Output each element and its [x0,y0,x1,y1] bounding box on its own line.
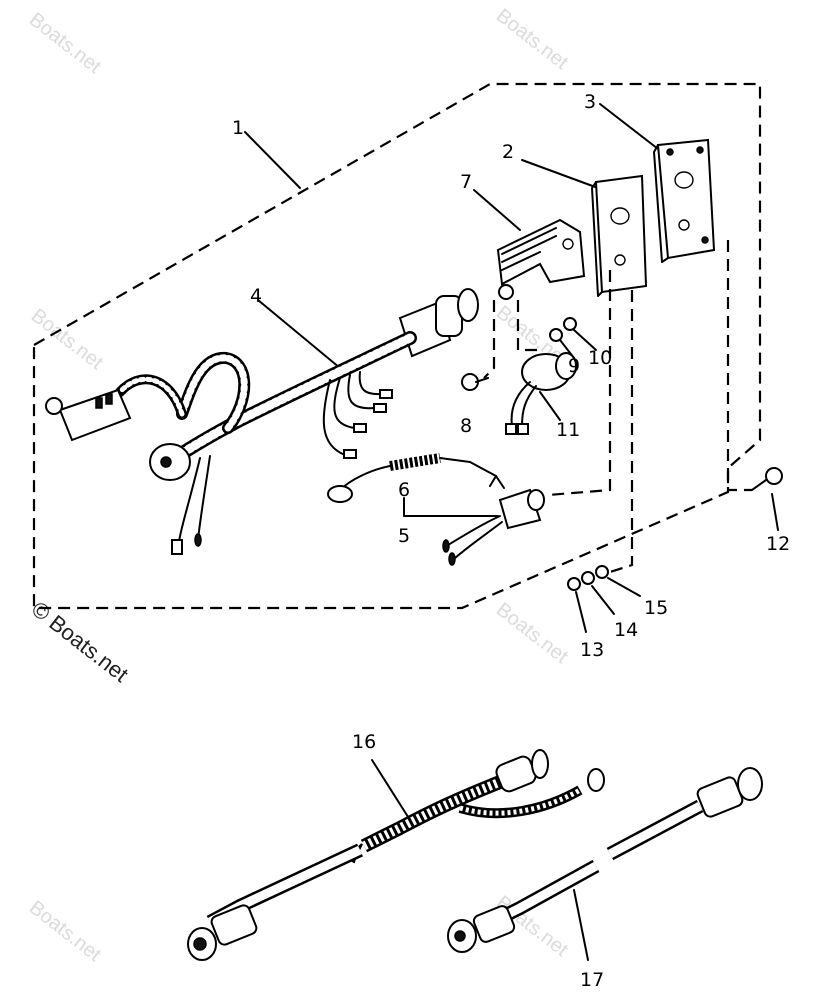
leader-dashed-washers [609,290,634,574]
callout-1: 1 [232,117,244,139]
watermark-top-right: Boats.net [492,5,572,75]
callout-4: 4 [250,285,262,307]
leader-1 [244,131,301,189]
nut-part-10 [563,317,577,331]
callout-15: 15 [644,597,668,619]
switch-part-5 [442,488,545,566]
leader-dashed-bolt [516,300,544,352]
washer-part-14 [581,571,595,585]
callout-8: 8 [460,415,472,437]
extension-harness-part-16 [187,749,605,961]
washer-part-15 [595,565,609,579]
washer-part-9 [549,328,563,342]
watermark-top-left: Boats.net [25,9,105,79]
leader-9 [559,339,575,359]
watermark-mid-left: Boats.net [27,305,107,375]
leader-14 [591,585,615,615]
callout-7: 7 [460,171,472,193]
watermark-lower-right: Boats.net [492,599,572,669]
wiring-harness-part-4 [45,288,479,555]
leader-15 [607,577,641,597]
leader-dashed-bracket [483,300,496,379]
leader-13 [575,591,587,633]
extension-cable-part-17 [447,767,763,961]
cord-part-6 [327,453,505,503]
leader-5 [403,497,499,517]
callout-13: 13 [580,639,604,661]
leader-dashed-right [726,240,752,492]
leader-12 [771,493,779,531]
watermark-bottom-left: Boats.net [25,897,105,967]
bolt-part-8 [461,373,489,391]
plate-part-2 [521,159,648,297]
callout-14: 14 [614,619,638,641]
callout-labels: 1 2 3 4 5 6 7 8 9 10 11 12 13 14 15 16 1… [232,91,790,991]
callout-5: 5 [398,525,410,547]
callout-3: 3 [584,91,596,113]
bracket-part-7 [473,189,586,300]
screw-part-12 [751,467,783,491]
callout-2: 2 [502,141,514,163]
leader-10 [573,329,597,351]
nut-part-13 [567,577,581,591]
watermark-main: © Boats.net [27,596,133,687]
plate-part-3 [599,103,716,263]
callout-6: 6 [398,479,410,501]
switch-part-11 [505,352,577,435]
callout-12: 12 [766,533,790,555]
callout-10: 10 [588,347,612,369]
callout-9: 9 [568,355,580,377]
callout-11: 11 [556,419,580,441]
callout-16: 16 [352,731,376,753]
leader-dashed-plate2 [547,270,612,497]
callout-17: 17 [580,969,604,991]
assembly-boundary [32,82,762,610]
